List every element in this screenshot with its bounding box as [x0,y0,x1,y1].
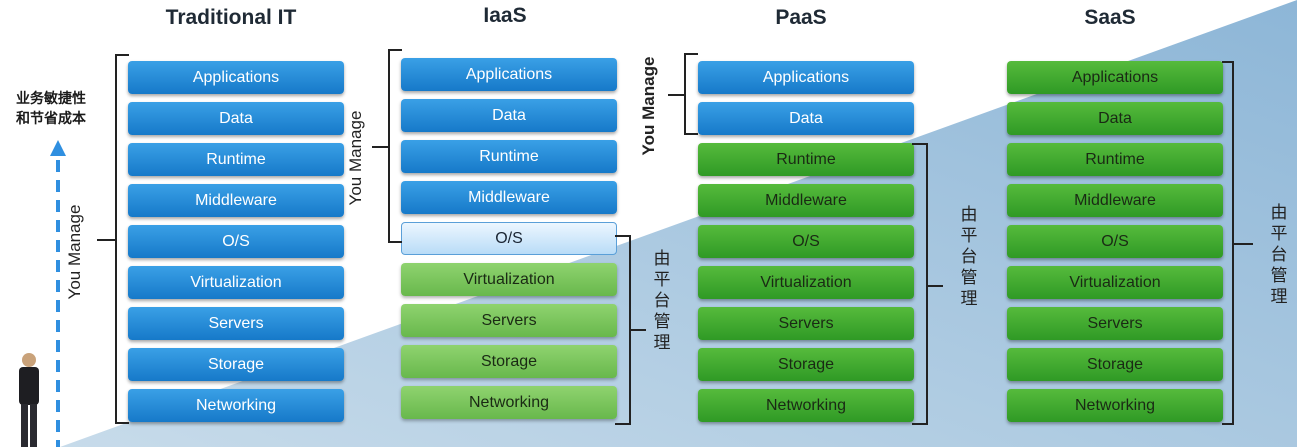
you-manage-label-iaas: You Manage [346,110,365,206]
bracket-saas-right-tick [1233,243,1253,245]
layer-storage: Storage [401,345,617,378]
paas-stack: Applications Data Runtime Middleware O/S… [698,61,914,430]
you-manage-label-traditional: You Manage [65,204,84,300]
agility-label-line1: 业务敏捷性 [16,90,86,106]
bracket-iaas-left [388,49,390,243]
bracket-paas-right-tick [927,285,943,287]
bracket-traditional [115,54,117,424]
agility-label: 业务敏捷性 和节省成本 [16,88,86,128]
layer-runtime: Runtime [128,143,344,176]
layer-networking: Networking [1007,389,1223,422]
layer-middleware: Middleware [1007,184,1223,217]
platform-managed-label-saas: 由平台管理 [1270,203,1288,306]
layer-middleware: Middleware [698,184,914,217]
layer-applications: Applications [698,61,914,94]
layer-middleware: Middleware [401,181,617,214]
bracket-paas-right-bottom [912,423,927,425]
bracket-paas-left-top [684,53,698,55]
bracket-traditional-top [115,54,129,56]
bracket-paas-left [684,53,686,135]
you-manage-label-paas: You Manage [639,56,658,156]
bracket-traditional-tick [97,239,115,241]
traditional-it-stack: Applications Data Runtime Middleware O/S… [128,61,344,430]
layer-applications: Applications [1007,61,1223,94]
bracket-iaas-right-top [615,235,630,237]
layer-servers: Servers [1007,307,1223,340]
layer-data: Data [128,102,344,135]
bracket-iaas-left-bottom [388,241,402,243]
bracket-iaas-right-bottom [615,423,630,425]
layer-data: Data [401,99,617,132]
layer-servers: Servers [401,304,617,337]
layer-os: O/S [1007,225,1223,258]
layer-virtualization: Virtualization [128,266,344,299]
agility-label-line2: 和节省成本 [16,110,86,126]
iaas-stack: Applications Data Runtime Middleware O/S… [401,58,617,427]
bracket-paas-left-tick [668,94,684,96]
layer-data: Data [698,102,914,135]
layer-middleware: Middleware [128,184,344,217]
layer-networking: Networking [128,389,344,422]
bracket-paas-right-top [912,143,927,145]
layer-virtualization: Virtualization [401,263,617,296]
bracket-saas-right-bottom [1222,423,1233,425]
layer-runtime: Runtime [401,140,617,173]
column-title-iaas: IaaS [483,4,527,27]
layer-virtualization: Virtualization [698,266,914,299]
bracket-iaas-left-tick [372,146,388,148]
layer-os: O/S [698,225,914,258]
layer-applications: Applications [128,61,344,94]
layer-applications: Applications [401,58,617,91]
bracket-paas-right [926,143,928,425]
bracket-iaas-left-top [388,49,402,51]
bracket-saas-right-top [1222,61,1233,63]
bracket-iaas-right-tick [630,329,646,331]
column-title-saas: SaaS [1084,6,1136,29]
bracket-traditional-bottom [115,422,129,424]
bracket-paas-left-bottom [684,133,698,135]
person-figure-icon [19,353,39,447]
column-title-paas: PaaS [775,6,827,29]
layer-servers: Servers [128,307,344,340]
layer-os: O/S [401,222,617,255]
layer-storage: Storage [128,348,344,381]
layer-networking: Networking [401,386,617,419]
saas-stack: Applications Data Runtime Middleware O/S… [1007,61,1223,430]
layer-os: O/S [128,225,344,258]
column-title-traditional-it: Traditional IT [165,6,297,29]
platform-managed-label-paas: 由平台管理 [960,205,978,308]
dashed-up-arrow-icon [50,140,66,447]
layer-virtualization: Virtualization [1007,266,1223,299]
layer-runtime: Runtime [1007,143,1223,176]
platform-managed-label-iaas: 由平台管理 [653,249,671,352]
layer-runtime: Runtime [698,143,914,176]
layer-storage: Storage [1007,348,1223,381]
layer-servers: Servers [698,307,914,340]
layer-storage: Storage [698,348,914,381]
layer-data: Data [1007,102,1223,135]
layer-networking: Networking [698,389,914,422]
